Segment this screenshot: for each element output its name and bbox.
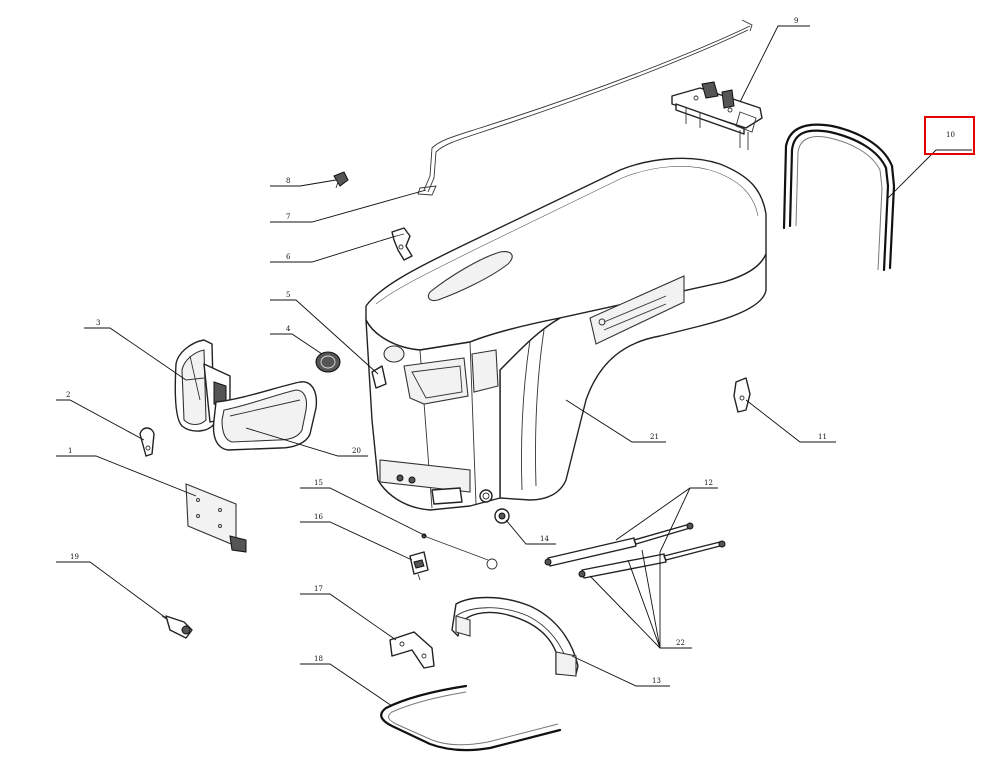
part-13-arch-trim (451, 596, 579, 677)
part-6-latch-bracket (391, 227, 413, 261)
part-19-bolt (161, 615, 193, 639)
callout-16: 16 (314, 513, 323, 521)
callout-22: 22 (676, 639, 685, 647)
callout-18: 18 (314, 655, 323, 663)
part-4-emblem (315, 351, 341, 373)
callout-5: 5 (286, 291, 290, 299)
part-3-headlamp-housing (174, 339, 231, 432)
part-2-knob (139, 427, 155, 457)
callout-1: 1 (68, 447, 72, 455)
part-10-rear-seal (782, 123, 896, 272)
part-8-clip (333, 171, 349, 189)
callout-11: 11 (818, 433, 827, 441)
callout-4: 4 (286, 325, 291, 333)
callout-17: 17 (314, 585, 323, 593)
part-14-grommet (494, 508, 510, 524)
part-20-headlamp-bezel (212, 381, 318, 451)
callout-19: 19 (70, 553, 79, 561)
callout-10: 10 (946, 131, 955, 139)
highlight-box-callout-10 (924, 116, 975, 155)
part-18-lower-seal (380, 684, 562, 752)
callout-6: 6 (286, 253, 291, 261)
callout-3: 3 (96, 319, 100, 327)
callout-12: 12 (704, 479, 713, 487)
part-1-plate-bracket (185, 483, 247, 553)
part-17-bracket (389, 631, 435, 669)
part-16-hood-lock (409, 551, 429, 581)
part-7-cable (417, 19, 753, 196)
callout-21: 21 (650, 433, 659, 441)
part-11-side-latch (733, 377, 751, 413)
callout-labels: 1 2 3 4 5 6 7 8 9 10 11 12 13 14 15 16 1… (66, 17, 955, 685)
callout-8: 8 (286, 177, 290, 185)
part-9-hinge-bracket (671, 81, 763, 150)
callout-13: 13 (652, 677, 661, 685)
callout-14: 14 (540, 535, 549, 543)
part-12-gas-struts (544, 522, 726, 579)
callout-7: 7 (286, 213, 290, 221)
callout-20: 20 (352, 447, 361, 455)
callout-9: 9 (794, 17, 798, 25)
part-15-rod (421, 533, 498, 570)
callout-2: 2 (66, 391, 70, 399)
callout-15: 15 (314, 479, 323, 487)
leader-lines (56, 25, 972, 707)
part-21-hood (365, 157, 767, 511)
